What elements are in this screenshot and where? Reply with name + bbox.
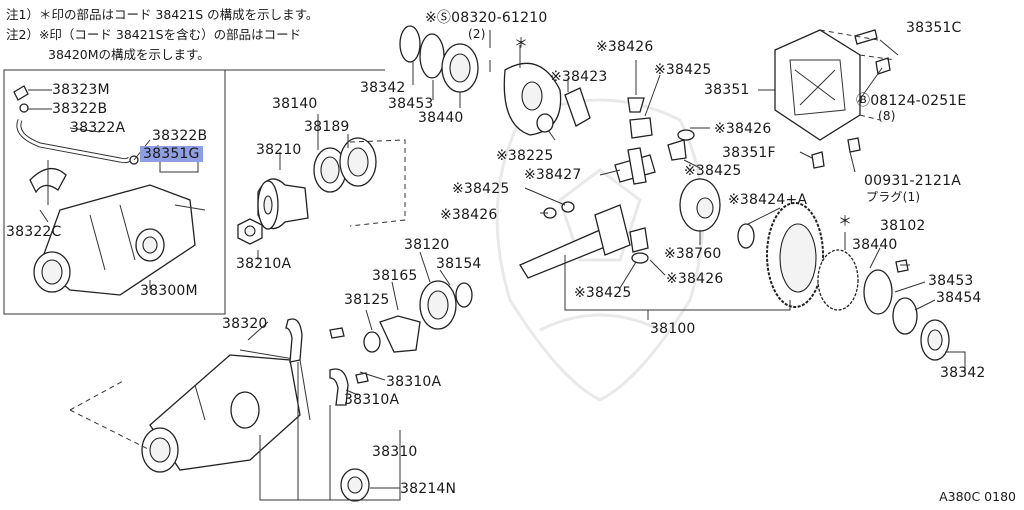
- part-label-38351: 38351: [704, 82, 750, 98]
- part-label-38426-a: ※38426: [596, 39, 654, 55]
- side-bearing-top: [399, 25, 479, 93]
- housing-dash: [69, 379, 151, 451]
- note-2-line-2: 38420Mの構成を示します。: [48, 47, 210, 62]
- drive-pinion: [519, 201, 649, 279]
- part-label-38320: 38320: [222, 316, 268, 332]
- pinion-nut: [237, 218, 263, 245]
- part-label-38100: 38100: [650, 321, 696, 337]
- part-label-38310: 38310: [372, 444, 418, 460]
- note-2-line-1: 注2）※印（コード 38421Sを含む）の部品はコード: [6, 27, 302, 42]
- part-label-plug: プラグ(1): [866, 190, 921, 204]
- flange-dash: [349, 139, 406, 227]
- part-label-38427: ※38427: [524, 167, 582, 183]
- part-label-38426-b: ※38426: [714, 121, 772, 137]
- part-label-38154: 38154: [436, 256, 482, 272]
- part-label-38125: 38125: [344, 292, 390, 308]
- part-label-08124-0251E: Ⓑ08124-0251E: [856, 93, 967, 109]
- part-label-38210: 38210: [256, 142, 302, 158]
- part-label-38322A: 38322A: [70, 120, 126, 136]
- part-label-38453-right: 38453: [928, 273, 974, 289]
- part-label-38342-top: 38342: [360, 80, 406, 96]
- part-label-38454: 38454: [936, 290, 982, 306]
- part-label-00931-2121A: 00931-2121A: [864, 173, 961, 189]
- part-label-38425-d: ※38425: [574, 285, 632, 301]
- part-label-38440-right: 38440: [852, 237, 898, 253]
- part-label-38165: 38165: [372, 268, 418, 284]
- cover-dash: [819, 29, 896, 121]
- asterisk-mark-right: ＊: [838, 214, 853, 230]
- part-label-38102: 38102: [880, 218, 926, 234]
- part-label-38351C: 38351C: [906, 20, 962, 36]
- part-label-38300M: 38300M: [140, 283, 198, 299]
- companion-flange: [257, 178, 309, 230]
- part-label-38423: ※38423: [550, 69, 608, 85]
- part-label-08320-61210: ※Ⓢ08320-61210: [425, 10, 548, 26]
- pinion-bearing-front: [313, 137, 377, 193]
- part-label-38351F: 38351F: [722, 145, 776, 161]
- part-label-38310A-a: 38310A: [386, 374, 442, 390]
- part-label-38425-a: ※38425: [654, 62, 712, 78]
- part-label-38351G: 38351G: [140, 146, 203, 162]
- carrier-housing: [141, 349, 311, 473]
- pinion-shaft-cross: [614, 147, 656, 185]
- part-label-38425-c: ※38425: [452, 181, 510, 197]
- part-label-38426-c: ※38426: [440, 207, 498, 223]
- asterisk-mark-top: ＊: [514, 36, 529, 52]
- hose-clip: [29, 160, 67, 205]
- part-label-38425-b: ※38425: [684, 163, 742, 179]
- part-label-38424-A: ※38424+A: [728, 192, 808, 208]
- note-1: 注1）＊印の部品はコード 38421S の構成を示します。: [6, 7, 319, 22]
- part-label-38453-top: 38453: [388, 96, 434, 112]
- part-label-38210A: 38210A: [236, 256, 292, 272]
- part-label-38426-d: ※38426: [666, 271, 724, 287]
- side-retainers: [285, 318, 369, 406]
- side-gear-right: [667, 129, 721, 232]
- differential-housing-assembly: [33, 184, 206, 296]
- part-label-38310A-b: 38310A: [344, 392, 400, 408]
- companion-seal: [340, 468, 370, 502]
- differential-case-right: [817, 249, 950, 361]
- part-label-38140: 38140: [272, 96, 318, 112]
- part-label-38214N: 38214N: [400, 481, 457, 497]
- inset-box: [3, 69, 226, 315]
- part-label-38323M: 38323M: [52, 82, 110, 98]
- part-label-38760: ※38760: [664, 246, 722, 262]
- part-label-38322C: 38322C: [6, 224, 62, 240]
- leaders-main: [247, 30, 966, 501]
- part-label-38120: 38120: [404, 237, 450, 253]
- ring-gear: [737, 202, 824, 308]
- part-label-08320-qty: (2): [468, 27, 486, 41]
- pinion-spacer: [379, 315, 421, 353]
- part-label-38342-right: 38342: [940, 365, 986, 381]
- figure-code: A380C 0180: [939, 489, 1016, 504]
- part-label-38189: 38189: [304, 119, 350, 135]
- part-label-38322B-upper: 38322B: [52, 101, 108, 117]
- part-label-38440-top: 38440: [418, 110, 464, 126]
- pinion-bearing-rear: [363, 280, 473, 353]
- part-label-38322B-lower: 38322B: [152, 128, 208, 144]
- part-label-38225: ※38225: [496, 148, 554, 164]
- part-label-08124-qty: (8): [878, 109, 896, 123]
- side-gears: [536, 87, 653, 139]
- part-label-38351G-highlight: 38351G: [140, 146, 203, 162]
